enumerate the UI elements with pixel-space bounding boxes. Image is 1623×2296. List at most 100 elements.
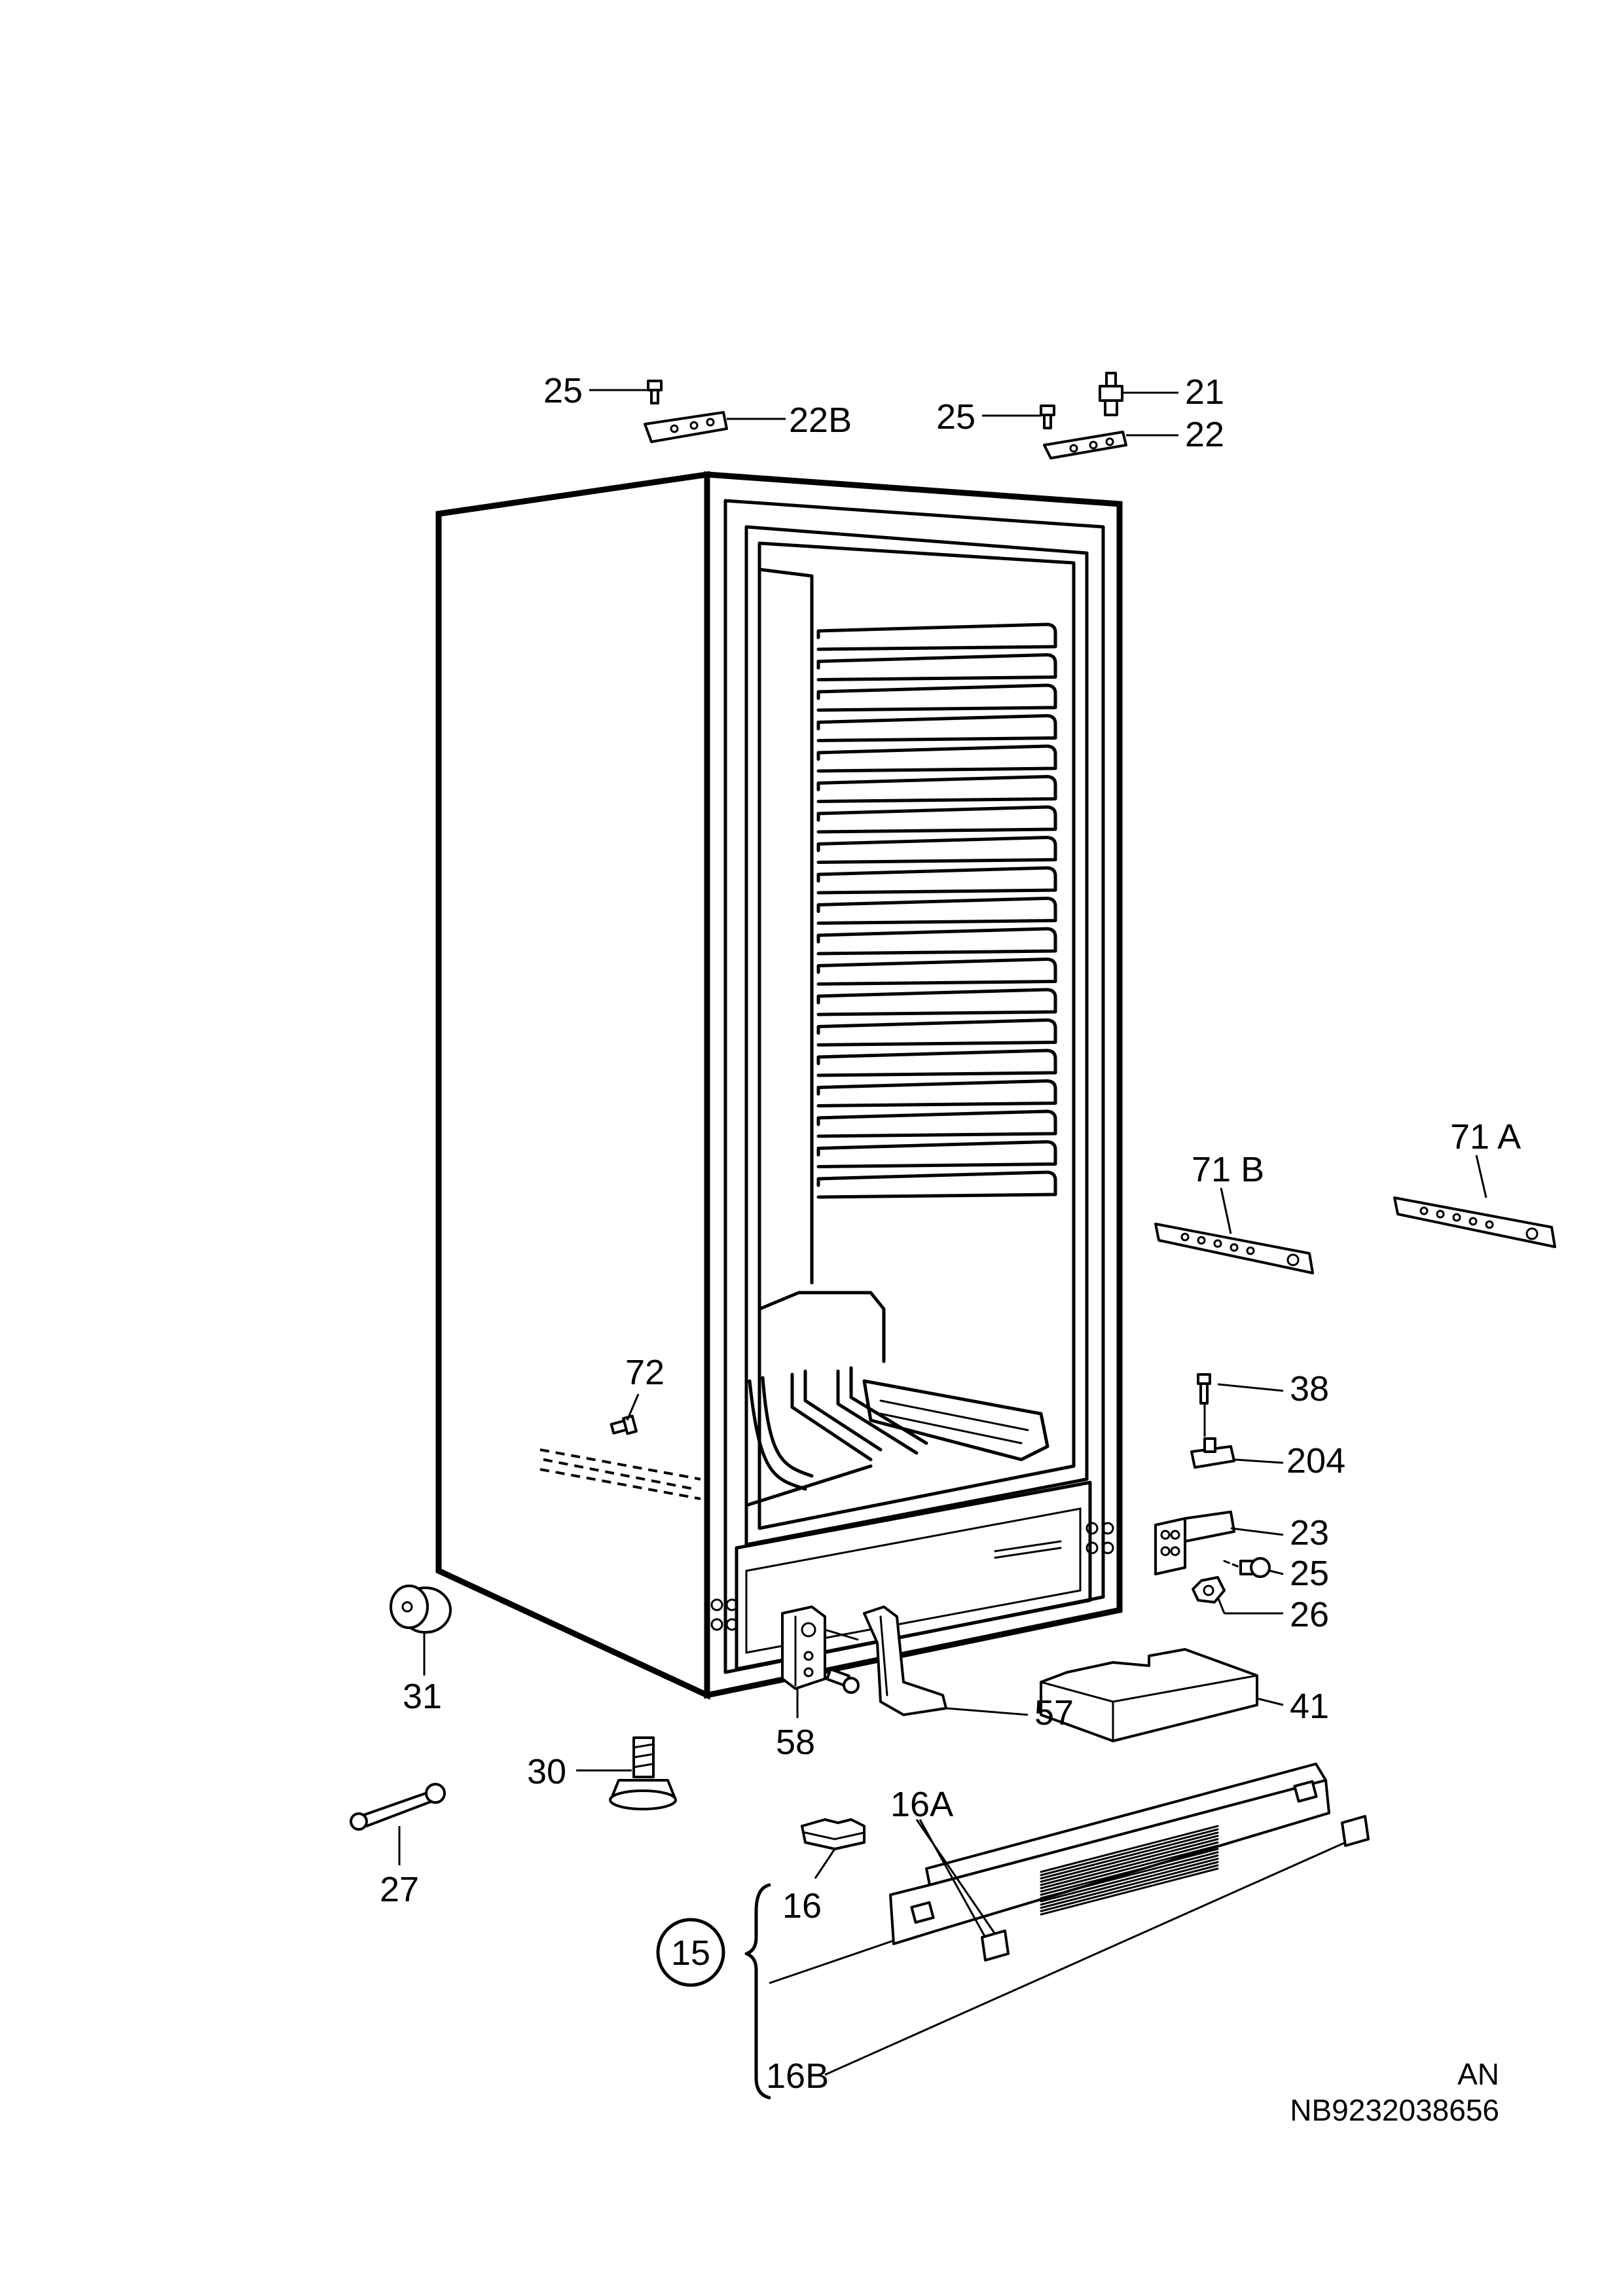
cabinet-body [435,471,1123,1700]
evaporator-shelves [816,622,1057,1199]
kick-plate-15 [889,1763,1330,1945]
evaporator-shelf [816,714,1057,742]
top-right-hinge-plate [1043,431,1127,459]
evaporator-shelf [816,958,1057,986]
grille-slat [1040,1835,1219,1883]
callout-22: 22 [1185,415,1224,454]
evaporator-shelf [816,653,1057,681]
variant-code: AN [1457,2057,1499,2091]
screw-25-hinge [1223,1557,1271,1578]
grille-slat [1040,1841,1219,1890]
grille-slat [1040,1825,1219,1873]
evaporator-shelf [816,1018,1057,1047]
kick-bracket-57 [863,1605,947,1716]
callout-71a: 71 A [1450,1117,1521,1157]
hinge-pin-21 [1099,372,1123,416]
callout-57: 57 [1034,1693,1074,1732]
bottom-hinge-bracket-23 [1154,1511,1235,1575]
grille-slat [1040,1838,1219,1886]
top-left-hinge-plate [644,411,728,443]
evaporator-shelf [816,683,1057,712]
callout-22b: 22B [789,401,852,440]
evaporator-grid [744,1366,1049,1507]
evaporator-shelf [816,1109,1057,1138]
callout-25-hinge: 25 [1290,1554,1329,1593]
bottom-compartment-inner [745,1507,1082,1654]
evaporator-shelf [816,1140,1057,1168]
callout-16b: 16B [766,2056,829,2096]
diagram-reference-number: NB9232038656 [1290,2093,1499,2127]
door-rail-71a [1393,1196,1556,1248]
screw-58 [826,1668,860,1694]
grille-slat [1040,1831,1219,1880]
grille-slat [1040,1857,1219,1906]
evaporator-shelf [816,744,1057,773]
callout-38: 38 [1290,1369,1329,1408]
callout-25-top-left: 25 [543,371,583,410]
evaporator-shelf [816,866,1057,895]
evaporator-shelf [816,805,1057,834]
callout-72: 72 [625,1353,665,1392]
bottom-hinge-58 [781,1605,859,1690]
evaporator-shelf [816,775,1057,803]
cover-41 [1040,1648,1258,1742]
grille-slat [1040,1848,1219,1896]
liner-floor-edge [757,1291,886,1363]
grille-slat [1040,1844,1219,1893]
screw-38 [1197,1373,1211,1405]
screw-25-top-right [1040,404,1055,429]
evaporator-shelf [816,1049,1057,1077]
end-cap-16a-right [1341,1815,1370,1847]
cabinet-front-frame [704,471,1123,1699]
evaporator-shelf [816,836,1057,864]
leader-lines [398,389,1487,2076]
group-15-circle [656,1918,725,1987]
callout-41: 41 [1290,1687,1329,1726]
screw-25-top-left [647,380,663,404]
dashed-side-rail-72 [539,1448,701,1500]
callout-26: 26 [1290,1595,1329,1634]
end-cap-16a-left [981,1929,1010,1962]
grille-slat [1040,1861,1219,1909]
evaporator-shelf [816,927,1057,956]
evaporator-shelf [816,1079,1057,1107]
grille-slat [1040,1854,1219,1903]
mounting-holes [710,1522,1114,1631]
wrench-27 [350,1783,446,1831]
foot-31 [390,1585,452,1634]
callout-31: 31 [403,1677,442,1716]
callout-58: 58 [776,1723,815,1762]
evaporator-shelf [816,988,1057,1016]
grille-slat [1040,1851,1219,1899]
evaporator-shelf [816,1170,1057,1199]
screw-72 [610,1414,638,1435]
callout-25-top-right: 25 [936,397,976,437]
callout-15: 15 [671,1933,710,1973]
cabinet-liner-inner [757,541,1076,1530]
callout-labels: 25 22B 25 21 22 71 A 71 B 72 38 204 23 2… [380,371,1521,2096]
evaporator-shelf [816,622,1057,651]
callout-204: 204 [1286,1441,1345,1480]
kick-plate-grille [1040,1825,1219,1916]
cabinet-side-panel [435,471,710,1700]
grille-slat [1040,1828,1219,1876]
callout-23: 23 [1290,1513,1329,1552]
nut-26 [1192,1576,1226,1604]
cabinet-inner-frame [723,499,1105,1674]
grille-slat [1040,1867,1219,1916]
callout-21: 21 [1185,372,1224,412]
evaporator-shelf [816,897,1057,925]
grille-slat [1040,1864,1219,1912]
group-15-bracket [744,1883,771,2100]
callout-30: 30 [527,1752,566,1791]
adjustable-foot-30 [609,1736,677,1810]
hinge-pin-204 [1190,1437,1235,1469]
clip-16 [801,1818,866,1850]
callout-27: 27 [380,1870,419,1909]
callout-71b: 71 B [1192,1150,1264,1189]
door-rail-71b [1154,1223,1314,1274]
cabinet-liner-opening [744,525,1089,1547]
callout-16a: 16A [890,1785,953,1824]
callout-16: 16 [782,1886,822,1926]
